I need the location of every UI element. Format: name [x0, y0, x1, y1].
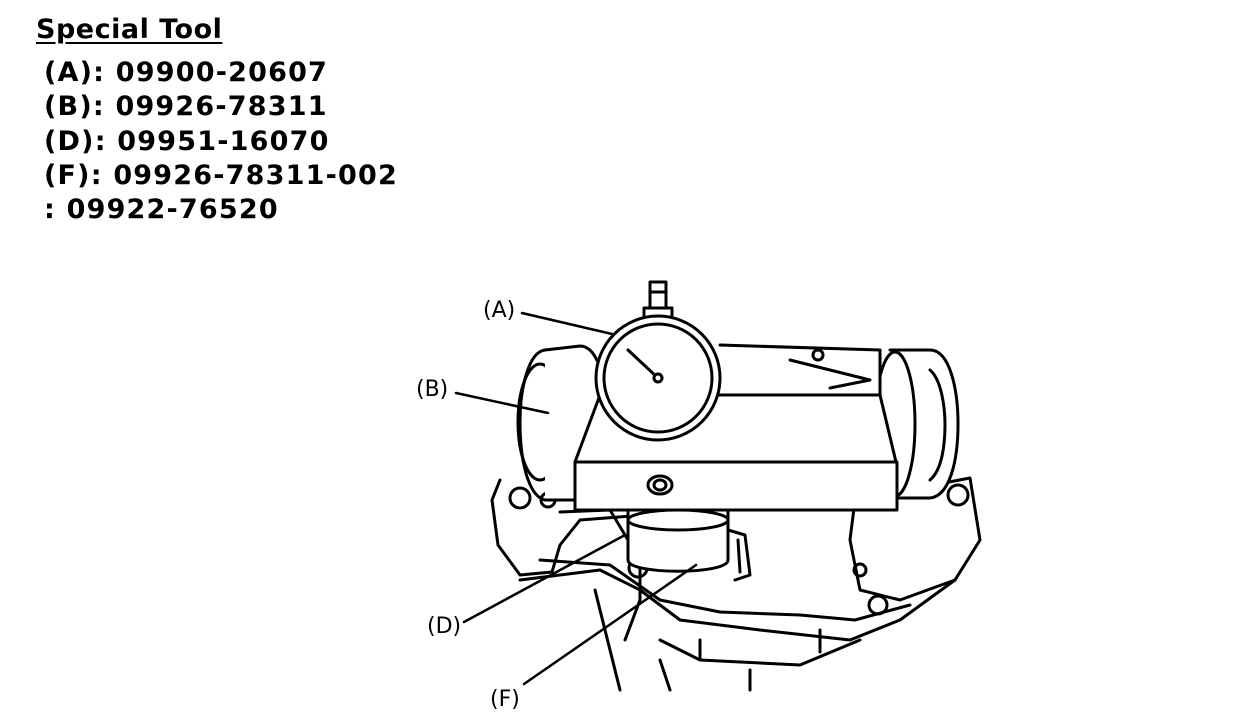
tool-item-f: (F): 09926-78311-002 — [44, 159, 398, 191]
callout-f: (F) — [490, 687, 520, 712]
dial-gauge — [594, 280, 722, 442]
tool-item-a: (A): 09900-20607 — [44, 57, 329, 88]
leader-lines — [454, 311, 698, 686]
callout-b: (B) — [416, 377, 448, 402]
callout-d: (D) — [427, 614, 461, 639]
callout-a: (A) — [483, 298, 515, 323]
tool-item-b: (B): 09926-78311 — [44, 91, 328, 123]
special-tool-heading: Special Tool — [36, 14, 223, 45]
tool-item-d: (D): 09951-16070 — [44, 125, 330, 157]
gear-shaft-cylinder — [626, 508, 752, 582]
tool-item-extra: : 09922-76520 — [44, 194, 279, 226]
special-tool-list: (A): 09900-20607 (B): 09926-78311 (D): 0… — [44, 56, 398, 227]
